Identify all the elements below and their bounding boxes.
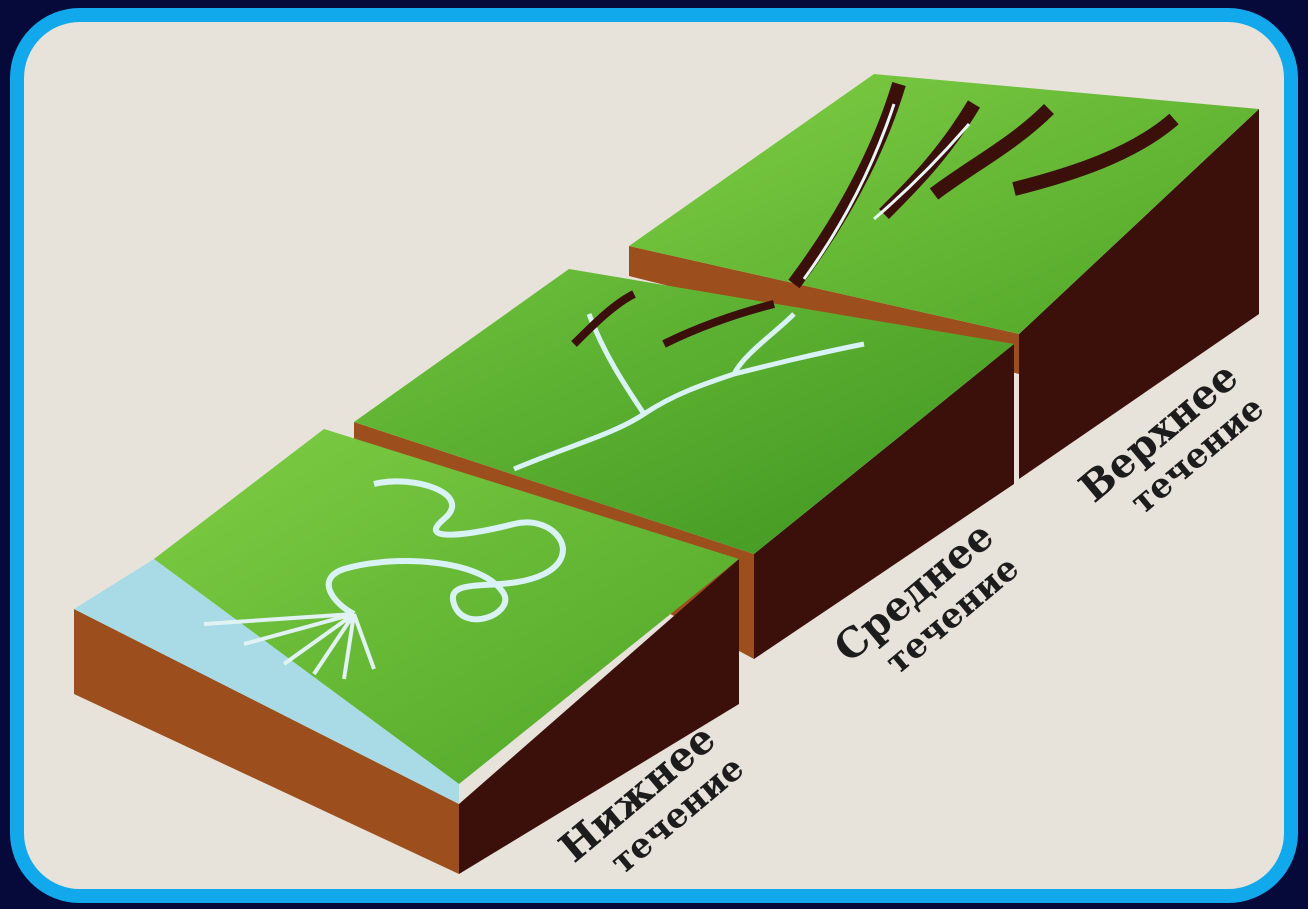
river-course-diagram: Нижнее течение Среднее течение Верхнее т… [24, 22, 1298, 902]
illustration-panel: Нижнее течение Среднее течение Верхнее т… [10, 8, 1298, 903]
